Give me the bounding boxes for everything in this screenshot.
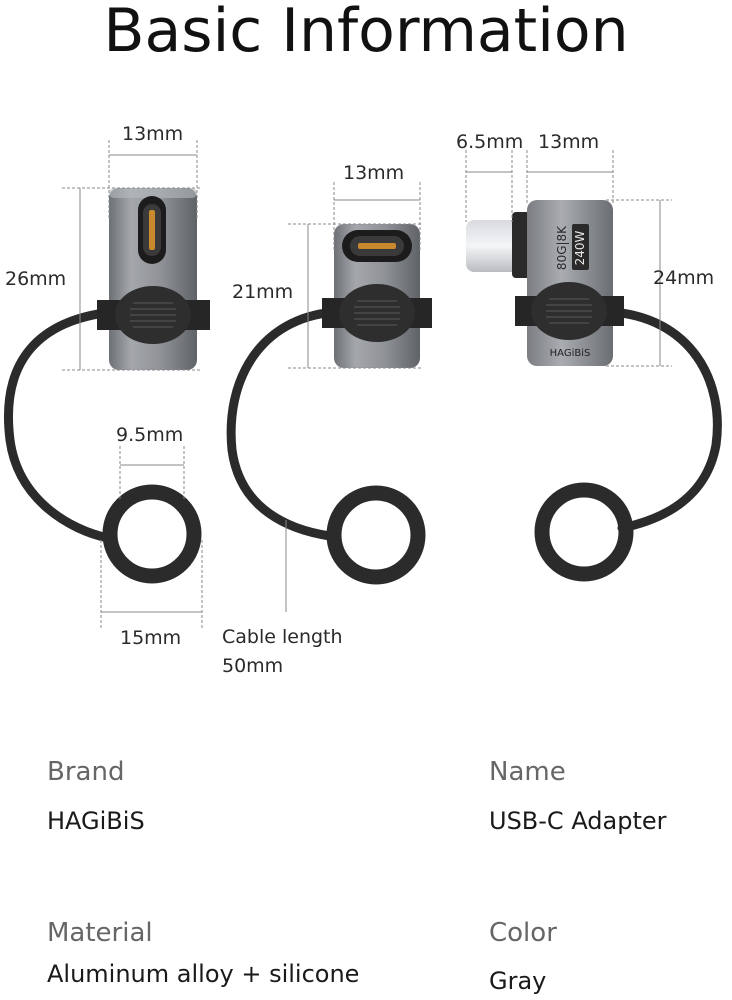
product-diagram: 80G|8K 240W HAGiBiS — [4, 140, 722, 630]
name-label: Name — [489, 757, 566, 787]
adapter-c-ring — [534, 482, 634, 582]
adapter-c-cable — [607, 307, 722, 533]
dim-a-ring-outer: 15mm — [120, 627, 182, 649]
adapter-b-cable — [226, 307, 340, 541]
adapter-c-plug — [466, 220, 526, 272]
material-label: Material — [47, 918, 153, 948]
dim-a-ring-inner: 9.5mm — [116, 424, 184, 446]
brand-label: Brand — [47, 757, 125, 787]
dim-cable-length-line2: 50mm — [222, 655, 284, 677]
adapter-a-cable — [4, 307, 117, 543]
adapter-b-ring — [326, 485, 426, 585]
page-title: Basic Information — [103, 0, 629, 66]
adapter-b — [226, 224, 432, 585]
dimension-lines — [62, 140, 672, 630]
material-value: Aluminum alloy + silicone — [47, 960, 360, 988]
dim-c-plug: 6.5mm — [456, 131, 524, 153]
adapter-c-spec-print: 80G|8K — [555, 225, 569, 270]
adapter-c: 80G|8K 240W HAGiBiS — [466, 200, 722, 582]
adapter-a — [4, 188, 210, 584]
dim-c-height: 24mm — [653, 267, 715, 289]
name-value: USB-C Adapter — [489, 807, 667, 835]
dim-b-height: 21mm — [232, 281, 294, 303]
dim-cable-length-line1: Cable length — [222, 626, 343, 648]
adapter-a-ring — [102, 484, 202, 584]
adapter-c-brand-mark: HAGiBiS — [550, 348, 591, 359]
dim-a-height: 26mm — [5, 268, 67, 290]
brand-value: HAGiBiS — [47, 807, 145, 835]
dim-a-width: 13mm — [122, 123, 184, 145]
dim-c-width: 13mm — [538, 131, 600, 153]
dim-b-width: 13mm — [343, 162, 405, 184]
color-label: Color — [489, 918, 557, 948]
adapter-c-power-print: 240W — [573, 230, 587, 265]
color-value: Gray — [489, 967, 547, 995]
